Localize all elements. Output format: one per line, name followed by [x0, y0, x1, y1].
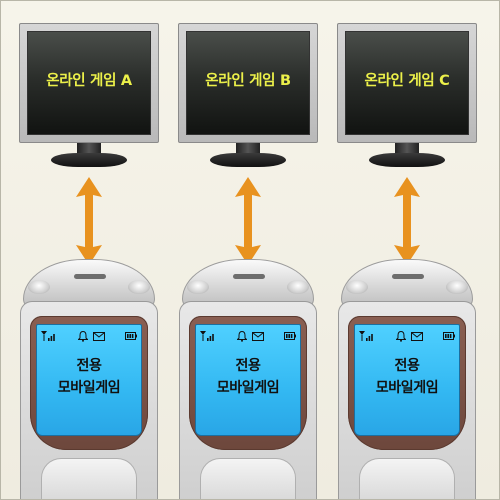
bidirectional-arrow-icon	[394, 177, 420, 265]
envelope-icon	[92, 331, 105, 341]
phone-screen-text: 전용 모바일게임	[355, 355, 459, 399]
game-unit-b: 온라인 게임 B	[178, 1, 318, 499]
status-bar	[359, 330, 455, 342]
hinge-ring	[187, 280, 209, 294]
monitor-stand	[369, 153, 445, 167]
monitor: 온라인 게임 B	[178, 23, 318, 143]
monitor-screen: 온라인 게임 C	[345, 31, 469, 135]
phone-screen-text: 전용 모바일게임	[196, 355, 300, 399]
screen-line-1: 전용	[394, 358, 420, 374]
phone-keypad-area	[41, 458, 137, 499]
hinge-ring	[287, 280, 309, 294]
mobile-phone: 전용 모바일게임	[20, 301, 158, 499]
hinge-ring	[446, 280, 468, 294]
speaker-slot	[74, 274, 106, 279]
battery-icon	[284, 332, 296, 340]
battery-icon	[125, 332, 137, 340]
monitor: 온라인 게임 A	[19, 23, 159, 143]
monitor-stand	[51, 153, 127, 167]
monitor-neck	[77, 143, 101, 155]
phone-screen: 전용 모바일게임	[354, 324, 460, 436]
signal-icon	[200, 331, 214, 341]
screen-line-2: 모바일게임	[375, 380, 439, 396]
phone-screen-text: 전용 모바일게임	[37, 355, 141, 399]
hinge-ring	[346, 280, 368, 294]
mobile-phone: 전용 모바일게임	[179, 301, 317, 499]
phone-bezel: 전용 모바일게임	[189, 316, 307, 450]
hinge-ring	[28, 280, 50, 294]
speaker-slot	[233, 274, 265, 279]
speaker-slot	[392, 274, 424, 279]
phone-keypad-area	[200, 458, 296, 499]
mobile-phone: 전용 모바일게임	[338, 301, 476, 499]
phone-bezel: 전용 모바일게임	[348, 316, 466, 450]
game-unit-a: 온라인 게임 A	[19, 1, 159, 499]
screen-line-2: 모바일게임	[216, 380, 280, 396]
game-unit-c: 온라인 게임 C	[337, 1, 477, 499]
bell-icon	[236, 330, 247, 342]
screen-line-1: 전용	[235, 358, 261, 374]
monitor-stand	[210, 153, 286, 167]
phone-bezel: 전용 모바일게임	[30, 316, 148, 450]
monitor-label: 온라인 게임 A	[46, 72, 132, 89]
monitor: 온라인 게임 C	[337, 23, 477, 143]
envelope-icon	[410, 331, 423, 341]
monitor-label: 온라인 게임 B	[205, 72, 291, 89]
status-bar	[200, 330, 296, 342]
bidirectional-arrow-icon	[76, 177, 102, 265]
monitor-label: 온라인 게임 C	[364, 72, 450, 89]
bell-icon	[395, 330, 406, 342]
signal-icon	[41, 331, 55, 341]
hinge-ring	[128, 280, 150, 294]
monitor-neck	[236, 143, 260, 155]
bell-icon	[77, 330, 88, 342]
phone-keypad-area	[359, 458, 455, 499]
envelope-icon	[251, 331, 264, 341]
signal-icon	[359, 331, 373, 341]
bidirectional-arrow-icon	[235, 177, 261, 265]
screen-line-1: 전용	[76, 358, 102, 374]
monitor-neck	[395, 143, 419, 155]
monitor-screen: 온라인 게임 A	[27, 31, 151, 135]
screen-line-2: 모바일게임	[57, 380, 121, 396]
battery-icon	[443, 332, 455, 340]
monitor-screen: 온라인 게임 B	[186, 31, 310, 135]
phone-screen: 전용 모바일게임	[36, 324, 142, 436]
status-bar	[41, 330, 137, 342]
phone-screen: 전용 모바일게임	[195, 324, 301, 436]
